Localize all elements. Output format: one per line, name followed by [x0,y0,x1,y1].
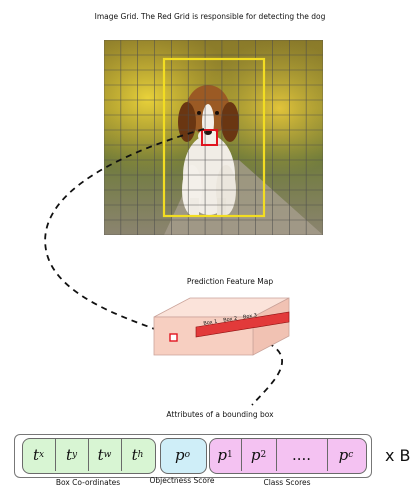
feature-map-highlight-cell [169,333,178,342]
multiplier-label: x B [385,446,411,465]
class-scores-group [209,438,367,474]
class-scores-label: Class Scores [263,478,311,487]
box-coordinates-group [22,438,156,474]
dog-bounding-box [162,57,266,218]
dashed-connector-top [44,128,205,336]
attr-ellipsis: .... [291,446,312,464]
objectness-label: Objectness Score [149,476,215,485]
box-label-2: Box 2 [222,315,238,324]
diagram-title: Image Grid. The Red Grid is responsible … [94,12,326,21]
grid-lines [104,40,323,235]
dashed-connector-bottom [251,342,283,406]
attributes-label: Attributes of a bounding box [166,410,274,419]
objectness-group [160,438,207,474]
box-label-1: Box 1 [203,318,218,327]
feature-map-red-strip [195,311,290,338]
feature-map-prism [153,297,290,356]
box-label-3: Box 3 [242,312,258,321]
responsible-grid-cell [201,129,218,146]
box-coordinates-label: Box Co-ordinates [55,478,121,487]
feature-map-label: Prediction Feature Map [186,277,274,286]
attribute-vector-frame [14,434,372,478]
dog-image-grid [104,40,323,235]
